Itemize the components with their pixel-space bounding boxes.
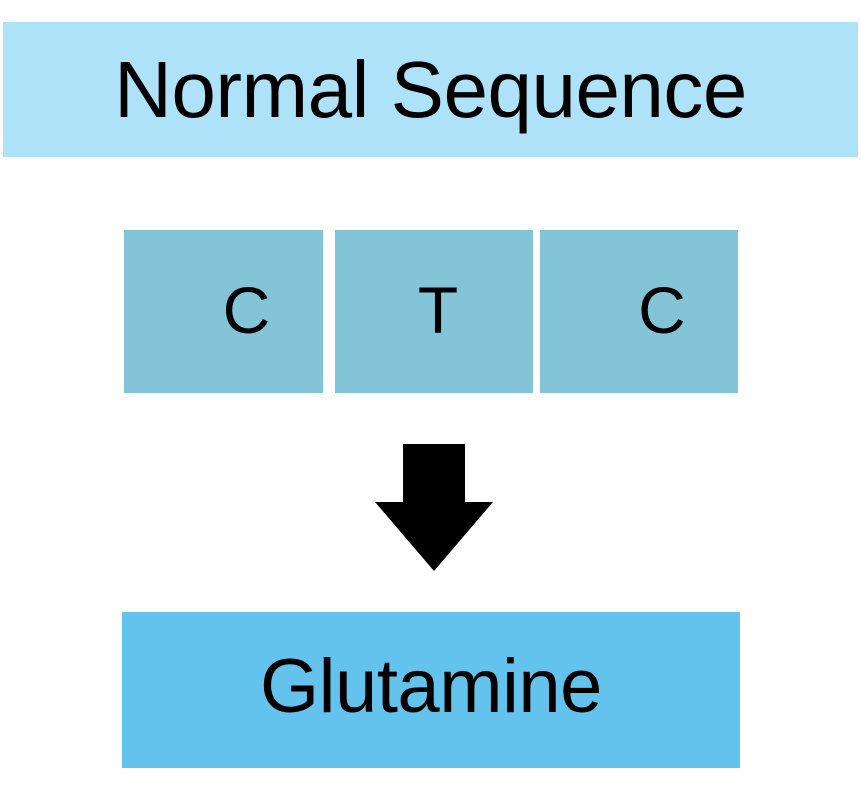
nucleotide-letter: C <box>222 272 271 347</box>
nucleotide-box-3: C <box>540 230 738 393</box>
nucleotide-box-1: C <box>124 230 323 393</box>
amino-acid-label: Glutamine <box>260 644 602 729</box>
header-banner-label: Normal Sequence <box>114 44 747 134</box>
nucleotide-letter: T <box>417 272 459 347</box>
header-banner: Normal Sequence <box>3 22 858 157</box>
nucleotide-letter: C <box>638 272 686 347</box>
nucleotide-box-2: T <box>335 230 533 393</box>
amino-acid-box: Glutamine <box>122 612 740 768</box>
down-arrow-icon <box>375 444 493 571</box>
codon-sequence-row: C T C <box>124 230 738 393</box>
